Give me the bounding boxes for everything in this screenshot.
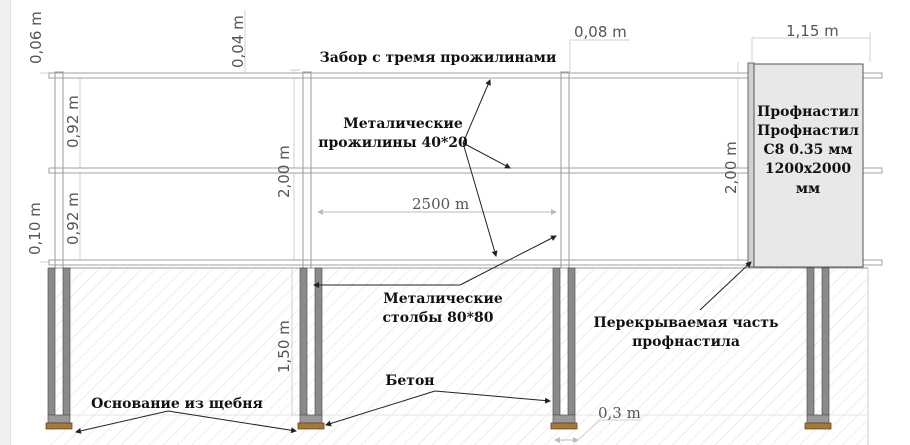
leader-arrows — [75, 79, 752, 434]
panel-line-3: С8 0.35 мм — [763, 142, 852, 158]
overlap-label-line2: профнастила — [632, 334, 740, 350]
overlap-label-line1: Перекрываемая часть — [594, 315, 779, 331]
rails-label-line1: Металические — [343, 116, 463, 132]
dim-rail-spacing-lower: 0,92 m — [64, 192, 82, 245]
dimension-lines — [40, 10, 871, 443]
dim-top-gap-mid: 0,04 m — [229, 15, 247, 68]
posts-label-line1: Металические — [383, 291, 503, 307]
ground-section — [50, 267, 869, 445]
post-3 — [550, 267, 578, 430]
post-4 — [804, 267, 832, 430]
dim-post-offset: 0,08 m — [574, 23, 627, 41]
post-1 — [45, 267, 73, 430]
posts-label-line2: столбы 80*80 — [383, 310, 494, 326]
dim-fence-height: 2,00 m — [275, 145, 293, 198]
panel-line-1: Профнастил — [757, 104, 859, 120]
dim-top-gap-left: 0,06 m — [27, 11, 45, 64]
posts-in-ground — [45, 267, 832, 430]
dim-footing-width: 0,3 m — [598, 404, 641, 422]
rails-label-line2: прожилины 40*20 — [318, 135, 468, 151]
dim-panel-height: 2,00 m — [722, 141, 740, 194]
post-2 — [297, 267, 325, 430]
dim-panel-width: 1,15 m — [786, 22, 839, 40]
dim-span: 2500 m — [412, 195, 469, 213]
diagram-title: Забор с тремя прожилинами — [320, 50, 557, 66]
profnastil-panel: Профнастил Профнастил С8 0.35 мм 1200x20… — [747, 62, 864, 268]
panel-line-4: 1200x2000 — [765, 161, 852, 177]
dim-rail-spacing-upper: 0,92 m — [64, 95, 82, 148]
panel-line-5: мм — [796, 181, 820, 197]
panel-line-2: Профнастил — [757, 123, 859, 139]
concrete-label: Бетон — [385, 373, 434, 389]
gravel-base-label: Основание из щебня — [91, 396, 263, 412]
left-margin-bar — [0, 0, 11, 445]
dim-depth: 1,50 m — [275, 320, 293, 373]
dim-bottom-gap: 0,10 m — [26, 202, 44, 255]
